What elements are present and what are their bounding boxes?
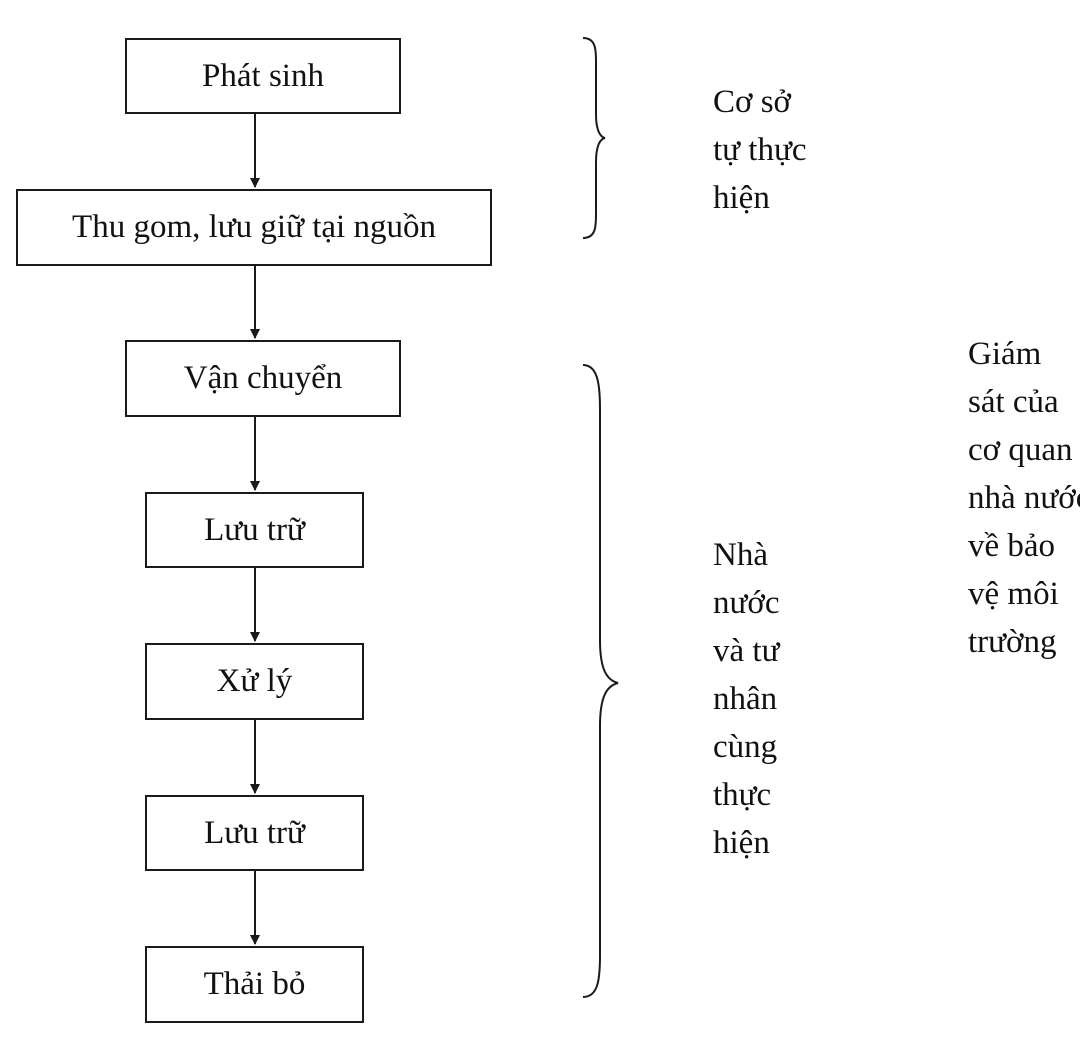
step-thai-bo-label: Thải bỏ: [203, 966, 306, 1002]
step-thai-bo: Thải bỏ: [145, 946, 364, 1023]
step-luu-tru-1: Lưu trữ: [145, 492, 364, 568]
brace-joint: [582, 364, 619, 998]
step-thu-gom: Thu gom, lưu giữ tại nguồn: [16, 189, 492, 266]
step-phat-sinh: Phát sinh: [125, 38, 401, 114]
step-thu-gom-label: Thu gom, lưu giữ tại nguồn: [72, 209, 436, 245]
group-label-self: Cơ sở tự thực hiện: [713, 84, 807, 216]
step-luu-tru-1-label: Lưu trữ: [204, 511, 305, 548]
step-van-chuyen-label: Vận chuyển: [183, 360, 343, 396]
step-xu-ly: Xử lý: [145, 643, 364, 720]
step-xu-ly-label: Xử lý: [216, 663, 293, 699]
step-phat-sinh-label: Phát sinh: [202, 57, 324, 94]
step-van-chuyen: Vận chuyển: [125, 340, 401, 417]
step-luu-tru-2-label: Lưu trữ: [204, 814, 305, 851]
oversight-label: Giám sát của cơ quan nhà nước về bảo vệ …: [968, 336, 1080, 660]
group-label-joint: Nhà nước và tư nhân cùng thực hiện: [713, 537, 780, 861]
brace-self: [582, 37, 606, 239]
step-luu-tru-2: Lưu trữ: [145, 795, 364, 871]
